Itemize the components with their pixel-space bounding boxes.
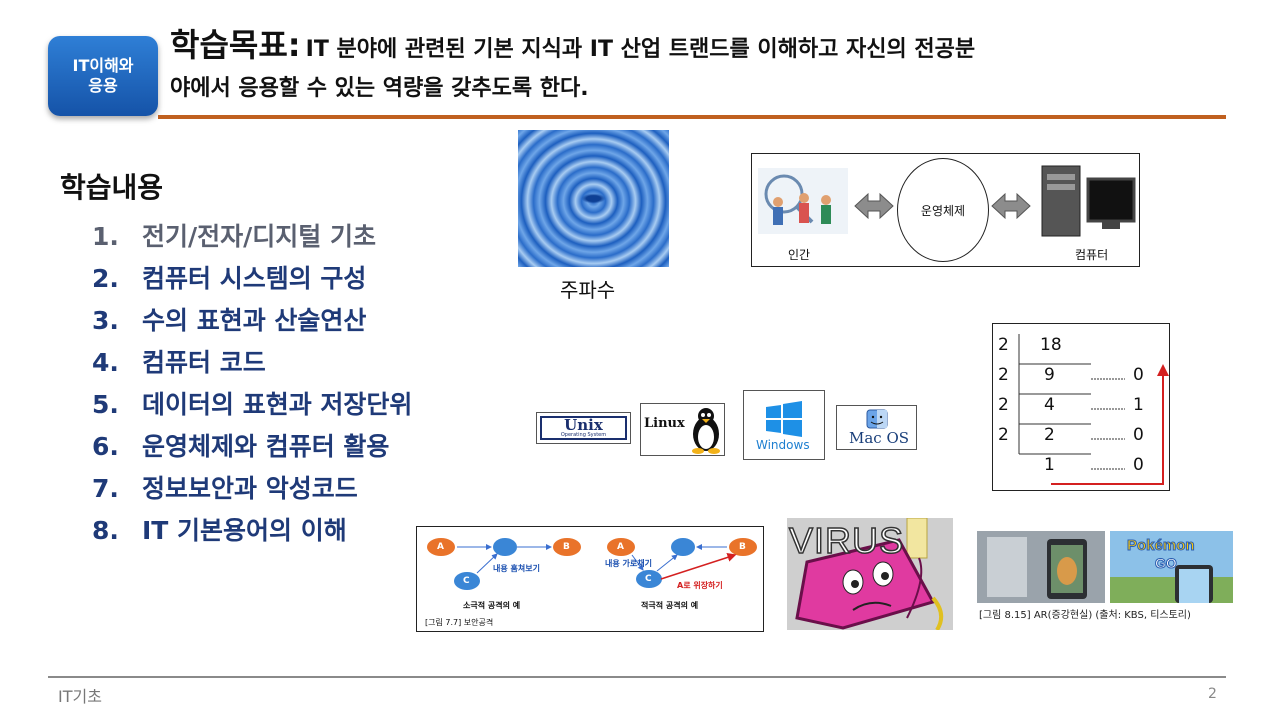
people-icon [758,168,848,234]
binary-conversion-lines [1018,334,1169,485]
double-arrow-left-icon [854,192,894,220]
objective-text-line2: 야에서 응용할 수 있는 역량을 갖추도록 한다. [170,76,589,101]
attack-diagram-art [427,538,757,590]
node-b: B [563,542,570,552]
content-list: 1.전기/전자/디지털 기초 2.컴퓨터 시스템의 구성 3.수의 표현과 산술… [92,216,412,552]
os-diagram: 운영체제 인간 컴퓨터 [751,153,1140,267]
ar-caption: [그림 8.15] AR(증강현실) (출처: KBS, 티스토리) [979,610,1191,621]
os-circle: 운영체제 [897,158,989,262]
divisor: 2 [998,395,1009,415]
remainder: 0 [1133,455,1144,475]
quotient: 18 [1040,335,1062,355]
windows-flag-icon [766,401,802,437]
passive-attack-title: 소극적 공격의 예 [463,601,521,610]
list-item: 7.정보보안과 악성코드 [92,474,358,503]
ar-photo-art [977,531,1233,603]
divisor: 2 [998,335,1009,355]
quotient: 4 [1044,395,1055,415]
node-c: C [463,576,470,586]
course-badge: IT이해와 응용 [48,36,158,116]
footer-divider [48,676,1226,678]
security-attack-diagram: A B C A B C 내용 훔쳐보기 소극적 공격의 예 내용 가로채기 A로… [416,526,764,632]
macos-logo: Mac OS [836,405,917,450]
linux-logo-text: Linux [644,416,685,431]
virus-art [787,518,953,630]
unix-logo: Unix Operating System [536,412,631,444]
virus-text: VIRUS [788,519,905,562]
remainder: 0 [1133,425,1144,445]
remainder: 1 [1133,395,1144,415]
remainder: 0 [1133,365,1144,385]
mac-finder-icon [866,409,888,429]
quotient: 2 [1044,425,1055,445]
windows-logo: Windows [743,390,825,460]
list-item: 5.데이터의 표현과 저장단위 [92,390,413,419]
learning-objective: 학습목표: IT 분야에 관련된 기본 지식과 IT 산업 트랜드를 이해하고 … [170,26,1230,109]
go-text: GO [1155,555,1178,572]
tux-penguin-icon [692,408,720,454]
node-a: A [617,542,624,552]
unix-logo-subtext: Operating System [560,432,607,438]
badge-line2: 응용 [88,76,118,95]
list-item: 3.수의 표현과 산술연산 [92,306,367,335]
active-attack-title: 적극적 공격의 예 [641,601,699,610]
windows-logo-text: Windows [756,438,810,452]
divisor: 2 [998,365,1009,385]
unix-logo-text: Unix [564,416,603,434]
page-number: 2 [1208,686,1217,702]
quotient: 9 [1044,365,1055,385]
passive-action-label: 내용 훔쳐보기 [493,564,540,573]
node-b: B [739,542,746,552]
os-center-label: 운영체제 [920,203,966,218]
objective-text-line1: IT 분야에 관련된 기본 지식과 IT 산업 트랜드를 이해하고 자신의 전공… [305,37,976,62]
divisor: 2 [998,425,1009,445]
list-item: 4.컴퓨터 코드 [92,348,266,377]
attack-figure-caption: [그림 7.7] 보안공격 [425,618,494,627]
footer-course-name: IT기초 [58,687,102,706]
frequency-caption: 주파수 [560,278,616,302]
node-a: A [437,542,444,552]
title-divider [158,115,1226,119]
macos-logo-text: Mac OS [849,429,910,447]
list-item: 1.전기/전자/디지털 기초 [92,222,376,251]
computer-icon [1041,165,1136,237]
ar-images: Pokémon GO [977,531,1233,603]
computer-label: 컴퓨터 [1075,248,1109,262]
binary-conversion: 2 18 2 9 0 2 4 1 2 2 0 1 0 [992,323,1170,491]
quotient: 1 [1044,455,1055,475]
objective-label: 학습목표: [170,26,301,64]
water-ripple-image [518,130,669,267]
badge-line1: IT이해와 [72,56,134,75]
list-item: 2.컴퓨터 시스템의 구성 [92,264,367,293]
os-diagram-art [758,165,1136,237]
list-item: 8.IT 기본용어의 이해 [92,516,347,545]
active-spoof-label: A로 위장하기 [677,581,723,590]
content-heading: 학습내용 [60,171,164,204]
list-item: 6.운영체제와 컴퓨터 활용 [92,432,390,461]
active-action-label: 내용 가로채기 [605,559,652,568]
pokemon-text: Pokémon [1127,537,1196,555]
linux-logo: Linux [640,403,725,456]
human-label: 인간 [788,248,811,262]
node-c: C [645,574,652,584]
virus-illustration: VIRUS [787,518,953,630]
double-arrow-right-icon [991,192,1031,220]
